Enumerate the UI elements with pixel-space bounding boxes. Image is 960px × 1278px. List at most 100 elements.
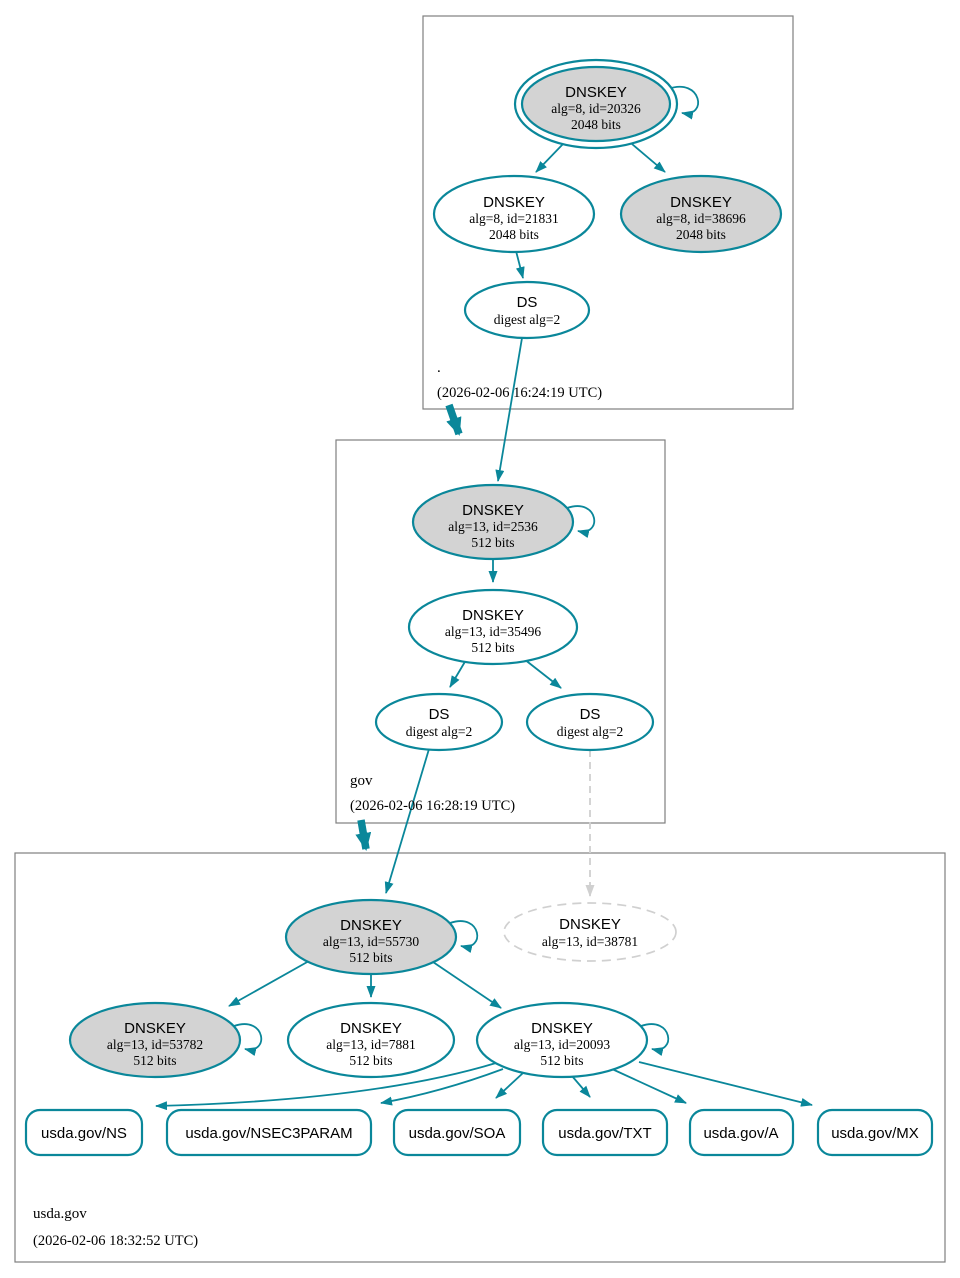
node-detail-label: digest alg=2 — [494, 312, 560, 327]
ds-node-gov-2[interactable]: DS digest alg=2 — [525, 692, 655, 752]
node-detail-label: alg=8, id=38696 — [656, 211, 746, 226]
node-ellipse — [619, 174, 783, 254]
edge-key20093-to-rrset-mx — [638, 1061, 813, 1107]
zone-name-root: . — [437, 360, 441, 376]
zone-name-usda-gov: usda.gov — [33, 1206, 87, 1222]
node-detail-label: alg=13, id=55730 — [323, 934, 419, 949]
rrset-label: usda.gov/A — [703, 1125, 778, 1142]
node-bits-label: 2048 bits — [489, 227, 539, 242]
node-bits-label: 512 bits — [471, 640, 514, 655]
rrset-rect — [165, 1108, 373, 1157]
node-ellipse — [411, 483, 575, 561]
dnskey-node-gov-ksk-2536[interactable]: DNSKEY alg=13, id=2536 512 bits — [411, 483, 575, 561]
zone-name-gov: gov — [350, 773, 373, 789]
node-type-label: DS — [429, 706, 450, 723]
edge-root-zsk-to-ds — [515, 250, 525, 279]
node-type-label: DNSKEY — [531, 1020, 593, 1037]
node-bits-label: 512 bits — [471, 535, 514, 550]
zone-timestamp-usda-gov: (2026-02-06 18:32:52 UTC) — [33, 1233, 198, 1249]
rrset-node-usda-gov-a[interactable]: usda.gov/A — [688, 1108, 795, 1157]
edge-usda-ksk-selfloop — [449, 920, 479, 953]
ds-node-root[interactable]: DS digest alg=2 — [463, 280, 591, 340]
node-type-label: DNSKEY — [559, 916, 621, 933]
rrset-label: usda.gov/MX — [831, 1125, 919, 1142]
dnskey-node-usda-7881[interactable]: DNSKEY alg=13, id=7881 512 bits — [286, 1001, 456, 1079]
node-ellipse — [286, 1001, 456, 1079]
edge-gov-zone-to-usda-zone — [355, 819, 372, 851]
edge-root-ksk-selfloop — [667, 86, 699, 120]
node-bits-label: 512 bits — [349, 1053, 392, 1068]
edge-gov-zsk-to-ds2 — [523, 658, 562, 689]
node-ellipse — [407, 588, 579, 666]
rrset-rect — [816, 1108, 934, 1157]
dnskey-node-root-ksk-20326[interactable]: DNSKEY alg=8, id=20326 2048 bits — [513, 58, 679, 150]
edge-key20093-to-rrset-a — [611, 1068, 687, 1104]
node-detail-label: alg=8, id=20326 — [551, 101, 641, 116]
node-detail-label: digest alg=2 — [406, 724, 472, 739]
dnskey-node-root-38696[interactable]: DNSKEY alg=8, id=38696 2048 bits — [619, 174, 783, 254]
zone-box-gov — [335, 439, 666, 824]
node-type-label: DNSKEY — [483, 194, 545, 211]
rrset-node-usda-gov-soa[interactable]: usda.gov/SOA — [392, 1108, 522, 1157]
node-detail-label: digest alg=2 — [557, 724, 623, 739]
node-ellipse — [284, 898, 458, 976]
dnskey-node-gov-zsk-35496[interactable]: DNSKEY alg=13, id=35496 512 bits — [407, 588, 579, 666]
edge-key53782-selfloop — [233, 1023, 263, 1056]
zone-box-root — [422, 15, 794, 410]
node-ellipse-dashed — [503, 902, 677, 962]
edge-usda-ksk-to-key53782 — [228, 960, 310, 1007]
node-type-label: DS — [517, 294, 538, 311]
node-bits-label: 512 bits — [133, 1053, 176, 1068]
edge-usda-ksk-to-key20093 — [432, 961, 502, 1009]
edge-gov-ksk-selfloop — [566, 505, 596, 538]
dnskey-node-root-zsk-21831[interactable]: DNSKEY alg=8, id=21831 2048 bits — [432, 174, 596, 254]
ksk-inner-ellipse — [520, 65, 672, 143]
edge-key20093-to-rrset-ns — [155, 1062, 497, 1111]
node-ellipse — [475, 1001, 649, 1079]
dnskey-node-usda-ksk-55730[interactable]: DNSKEY alg=13, id=55730 512 bits — [284, 898, 458, 976]
node-type-label: DNSKEY — [462, 502, 524, 519]
edge-key20093-to-rrset-txt — [571, 1075, 591, 1098]
dnskey-node-usda-20093[interactable]: DNSKEY alg=13, id=20093 512 bits — [475, 1001, 649, 1079]
rrset-rect — [392, 1108, 522, 1157]
edge-root-zone-to-gov-zone — [445, 403, 463, 436]
node-detail-label: alg=13, id=20093 — [514, 1037, 610, 1052]
edge-root-ds-to-gov-ksk — [495, 337, 523, 482]
rrset-label: usda.gov/NSEC3PARAM — [185, 1125, 352, 1142]
edge-root-ksk-to-zsk — [535, 143, 564, 173]
node-detail-label: alg=13, id=38781 — [542, 934, 638, 949]
dnskey-node-usda-38781-insecure[interactable]: DNSKEY alg=13, id=38781 — [503, 902, 677, 962]
edge-gov-zsk-to-ds1 — [449, 659, 467, 688]
node-type-label: DNSKEY — [462, 607, 524, 624]
rrset-rect — [688, 1108, 795, 1157]
node-detail-label: alg=8, id=21831 — [469, 211, 558, 226]
node-type-label: DS — [580, 706, 601, 723]
rrset-node-usda-gov-txt[interactable]: usda.gov/TXT — [541, 1108, 669, 1157]
rrset-rect — [541, 1108, 669, 1157]
node-ellipse — [432, 174, 596, 254]
node-type-label: DNSKEY — [670, 194, 732, 211]
node-detail-label: alg=13, id=2536 — [448, 519, 538, 534]
node-detail-label: alg=13, id=7881 — [326, 1037, 415, 1052]
node-ellipse — [525, 692, 655, 752]
node-bits-label: 2048 bits — [676, 227, 726, 242]
node-bits-label: 512 bits — [540, 1053, 583, 1068]
edge-key20093-to-rrset-nsec3param — [380, 1068, 504, 1106]
edge-key20093-selfloop — [640, 1023, 670, 1056]
node-detail-label: alg=13, id=35496 — [445, 624, 541, 639]
node-detail-label: alg=13, id=53782 — [107, 1037, 203, 1052]
rrset-node-usda-gov-mx[interactable]: usda.gov/MX — [816, 1108, 934, 1157]
rrset-node-usda-gov-ns[interactable]: usda.gov/NS — [24, 1108, 144, 1157]
rrset-node-usda-gov-nsec3param[interactable]: usda.gov/NSEC3PARAM — [165, 1108, 373, 1157]
node-type-label: DNSKEY — [124, 1020, 186, 1037]
zone-timestamp-gov: (2026-02-06 16:28:19 UTC) — [350, 798, 515, 814]
rrset-rect — [24, 1108, 144, 1157]
zone-timestamp-root: (2026-02-06 16:24:19 UTC) — [437, 385, 602, 401]
node-bits-label: 512 bits — [349, 950, 392, 965]
ds-node-gov-1[interactable]: DS digest alg=2 — [374, 692, 504, 752]
dnskey-node-usda-53782[interactable]: DNSKEY alg=13, id=53782 512 bits — [68, 1001, 242, 1079]
rrset-label: usda.gov/SOA — [409, 1125, 506, 1142]
node-ellipse — [374, 692, 504, 752]
node-ellipse — [68, 1001, 242, 1079]
